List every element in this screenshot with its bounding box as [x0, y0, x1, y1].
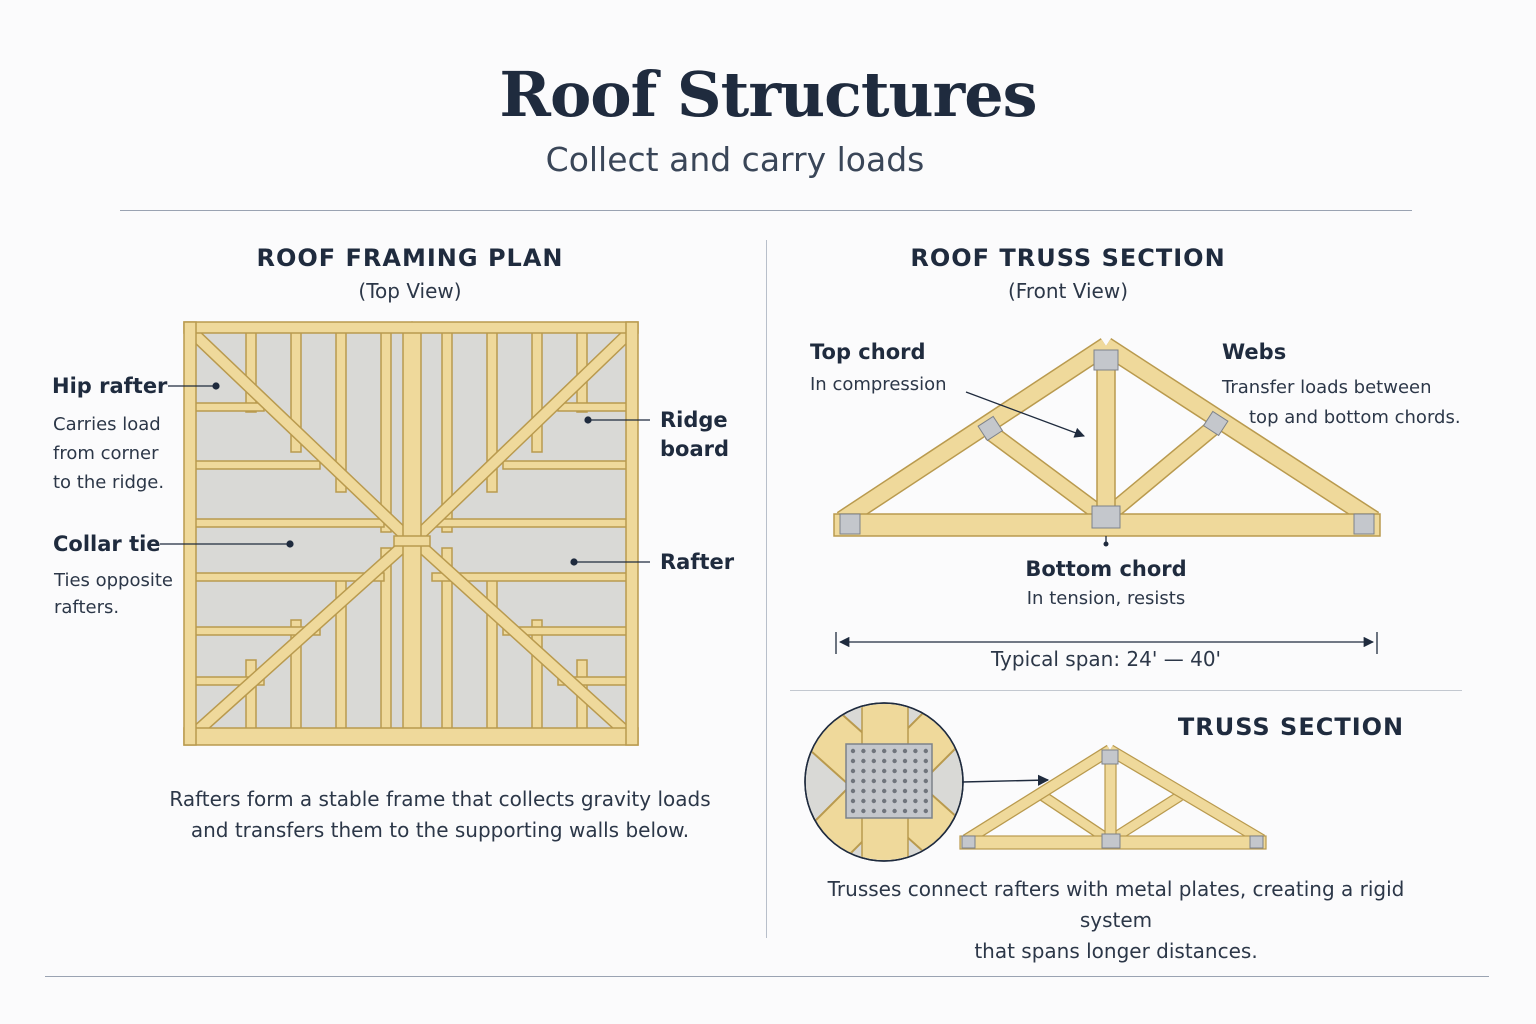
plate-nail: [871, 778, 876, 784]
plate-nail: [923, 798, 928, 804]
plate-nail: [892, 798, 897, 804]
plate-nail: [923, 788, 928, 794]
plate-nail: [871, 788, 876, 794]
plate-nail: [882, 758, 887, 764]
plate-nail: [850, 798, 856, 804]
plate-nail: [923, 758, 928, 764]
plate-nail: [892, 758, 897, 764]
plate-nail: [892, 768, 897, 774]
page-subtitle: Collect and carry loads: [545, 140, 925, 179]
plate-nail: [902, 788, 908, 794]
framing-leaders: [160, 382, 650, 566]
plate-nail: [861, 808, 866, 814]
plate-nail: [861, 778, 866, 784]
gusset-plate-detail: [804, 702, 1050, 862]
plate-nail: [861, 798, 866, 804]
bottom-chord-desc: In tension, resists: [1026, 588, 1186, 609]
plate-nail: [850, 808, 856, 814]
plate-nail: [882, 768, 887, 774]
hip-rafter-label: Hip rafter: [52, 374, 168, 398]
plate-nail: [923, 808, 928, 814]
hip-rafter-desc: Carries load from corner to the ridge.: [53, 414, 165, 493]
plate-nail: [913, 758, 918, 764]
plate-nail: [871, 808, 876, 814]
plate-nail: [861, 748, 866, 754]
webs-desc: Transfer loads between top and bottom ch…: [1222, 377, 1461, 428]
top-chord-desc: In compression: [810, 374, 947, 395]
plate-nail: [913, 788, 918, 794]
plate-nail: [850, 758, 856, 764]
plate-nail: [850, 768, 856, 774]
framing-plan-view: (Top View): [358, 279, 462, 303]
collar-tie-label: Collar tie: [53, 532, 161, 556]
plate-nail: [923, 768, 928, 774]
roof-framing-plan: [183, 320, 639, 746]
plate-nail: [871, 798, 876, 804]
truss-section-view: (Front View): [1007, 279, 1128, 303]
plate-nail: [902, 798, 908, 804]
small-truss: [959, 744, 1267, 850]
plate-nail: [850, 748, 856, 754]
span-label: Typical span: 24' — 40': [990, 647, 1222, 671]
plate-nail: [850, 778, 856, 784]
plate-nail: [913, 798, 918, 804]
page-title: Roof Structures: [499, 58, 1037, 131]
plate-nail: [913, 748, 918, 754]
top-chord-label: Top chord: [810, 340, 926, 364]
plate-nail: [882, 808, 887, 814]
plate-nail: [850, 788, 856, 794]
plate-nail: [902, 808, 908, 814]
plate-nail: [871, 768, 876, 774]
plate-nail: [882, 798, 887, 804]
plate-nail: [861, 758, 866, 764]
roof-truss: [833, 338, 1381, 654]
plate-nail: [892, 808, 897, 814]
collar-tie-desc: Ties opposite rafters.: [54, 570, 174, 618]
plate-nail: [913, 808, 918, 814]
plate-nail: [902, 758, 908, 764]
plate-nail: [882, 778, 887, 784]
detail-heading: TRUSS SECTION: [1177, 713, 1405, 741]
right-divider: [790, 690, 1462, 691]
plate-nail: [861, 788, 866, 794]
plate-nail: [882, 748, 887, 754]
header-divider: [120, 210, 1412, 211]
plate-nail: [913, 778, 918, 784]
plate-nail: [882, 788, 887, 794]
plate-nail: [892, 748, 897, 754]
framing-plan-heading: ROOF FRAMING PLAN: [256, 244, 564, 272]
bottom-chord-label: Bottom chord: [1025, 557, 1187, 581]
plate-nail: [871, 748, 876, 754]
plate-nail: [861, 768, 866, 774]
plate-nail: [902, 778, 908, 784]
framing-plan-caption: Rafters form a stable frame that collect…: [169, 787, 711, 842]
ridge-board-label: Ridge board: [660, 408, 730, 461]
plate-nail: [871, 758, 876, 764]
footer-divider: [45, 976, 1489, 977]
plate-nail: [923, 748, 928, 754]
plate-nail: [892, 778, 897, 784]
truss-section-heading: ROOF TRUSS SECTION: [910, 244, 1226, 272]
plate-nail: [913, 768, 918, 774]
column-divider: [766, 240, 767, 938]
plate-nail: [902, 748, 908, 754]
detail-caption: Trusses connect rafters with metal plate…: [827, 877, 1405, 963]
rafter-label: Rafter: [660, 550, 735, 574]
plate-nail: [923, 778, 928, 784]
plate-nail: [892, 788, 897, 794]
webs-label: Webs: [1222, 340, 1287, 364]
plate-nail: [902, 768, 908, 774]
